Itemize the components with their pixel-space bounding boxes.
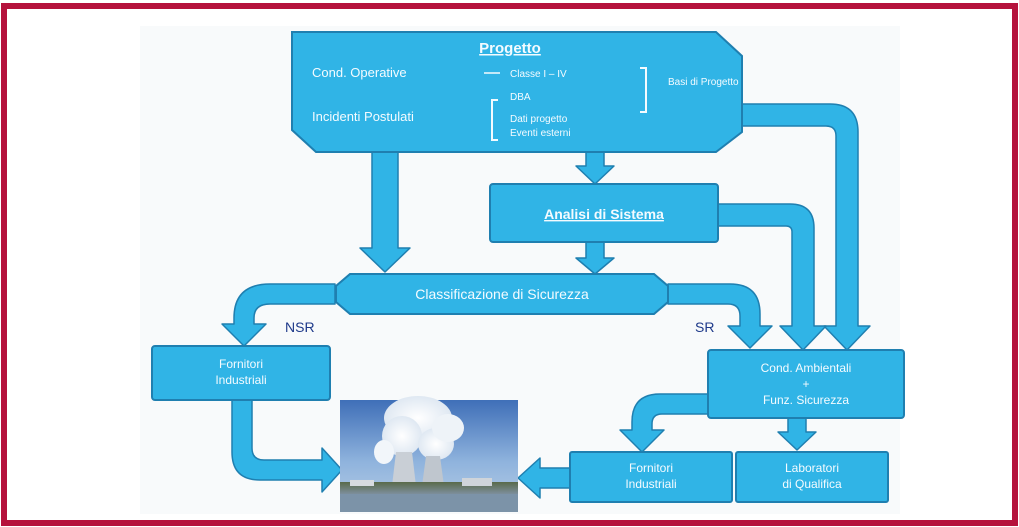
arrow-nsr xyxy=(221,283,336,347)
progetto-incidenti-postulati: Incidenti Postulati xyxy=(312,109,414,124)
arrow-sr xyxy=(667,283,773,349)
arrow-progetto-to-cond-ambientali xyxy=(734,103,871,351)
arrow-fornitori-right-to-photo xyxy=(517,457,571,499)
fornitori-right-box: Fornitori Industriali xyxy=(569,451,733,503)
sr-label: SR xyxy=(695,319,714,335)
progetto-cond-operative: Cond. Operative xyxy=(312,65,407,80)
arrow-fornitori-to-photo xyxy=(231,399,343,493)
fornitori-left-line2: Industriali xyxy=(215,373,266,387)
fornitori-left-line1: Fornitori xyxy=(219,357,263,371)
progetto-basi-progetto: Basi di Progetto xyxy=(668,77,739,88)
cond-ambientali-line1: Cond. Ambientali xyxy=(761,361,852,375)
fornitori-right-line1: Fornitori xyxy=(629,461,673,475)
nsr-label: NSR xyxy=(285,319,315,335)
nuclear-plant-photo xyxy=(340,396,518,512)
laboratori-box: Laboratori di Qualifica xyxy=(735,451,889,503)
progetto-dati: Dati progetto xyxy=(510,114,568,125)
progetto-classe: Classe I – IV xyxy=(510,69,567,80)
classificazione-box: Classificazione di Sicurezza xyxy=(335,273,669,315)
cond-ambientali-box: Cond. Ambientali + Funz. Sicurezza xyxy=(707,349,905,419)
arrow-analisi-to-cond-ambientali xyxy=(717,203,827,351)
arrow-progetto-to-classificazione xyxy=(359,149,411,273)
laboratori-line2: di Qualifica xyxy=(782,477,842,491)
connector-arrows xyxy=(221,103,871,499)
cond-ambientali-line3: Funz. Sicurezza xyxy=(763,393,849,407)
progetto-dba: DBA xyxy=(510,92,531,103)
fornitori-right-line2: Industriali xyxy=(625,477,676,491)
arrow-analisi-to-classificazione xyxy=(575,241,615,275)
progetto-box: Progetto Cond. Operative Incidenti Postu… xyxy=(291,31,743,153)
laboratori-line1: Laboratori xyxy=(785,461,839,475)
progetto-eventi-esterni: Eventi esterni xyxy=(510,128,571,139)
classificazione-label: Classificazione di Sicurezza xyxy=(415,286,589,302)
fornitori-left-box: Fornitori Industriali xyxy=(151,345,331,401)
arrow-cond-to-laboratori xyxy=(777,417,817,451)
cond-ambientali-line2: + xyxy=(802,377,809,391)
progetto-title: Progetto xyxy=(479,40,541,57)
analisi-label: Analisi di Sistema xyxy=(544,206,664,222)
analisi-box: Analisi di Sistema xyxy=(489,183,719,243)
arrow-cond-to-fornitori xyxy=(619,393,709,453)
